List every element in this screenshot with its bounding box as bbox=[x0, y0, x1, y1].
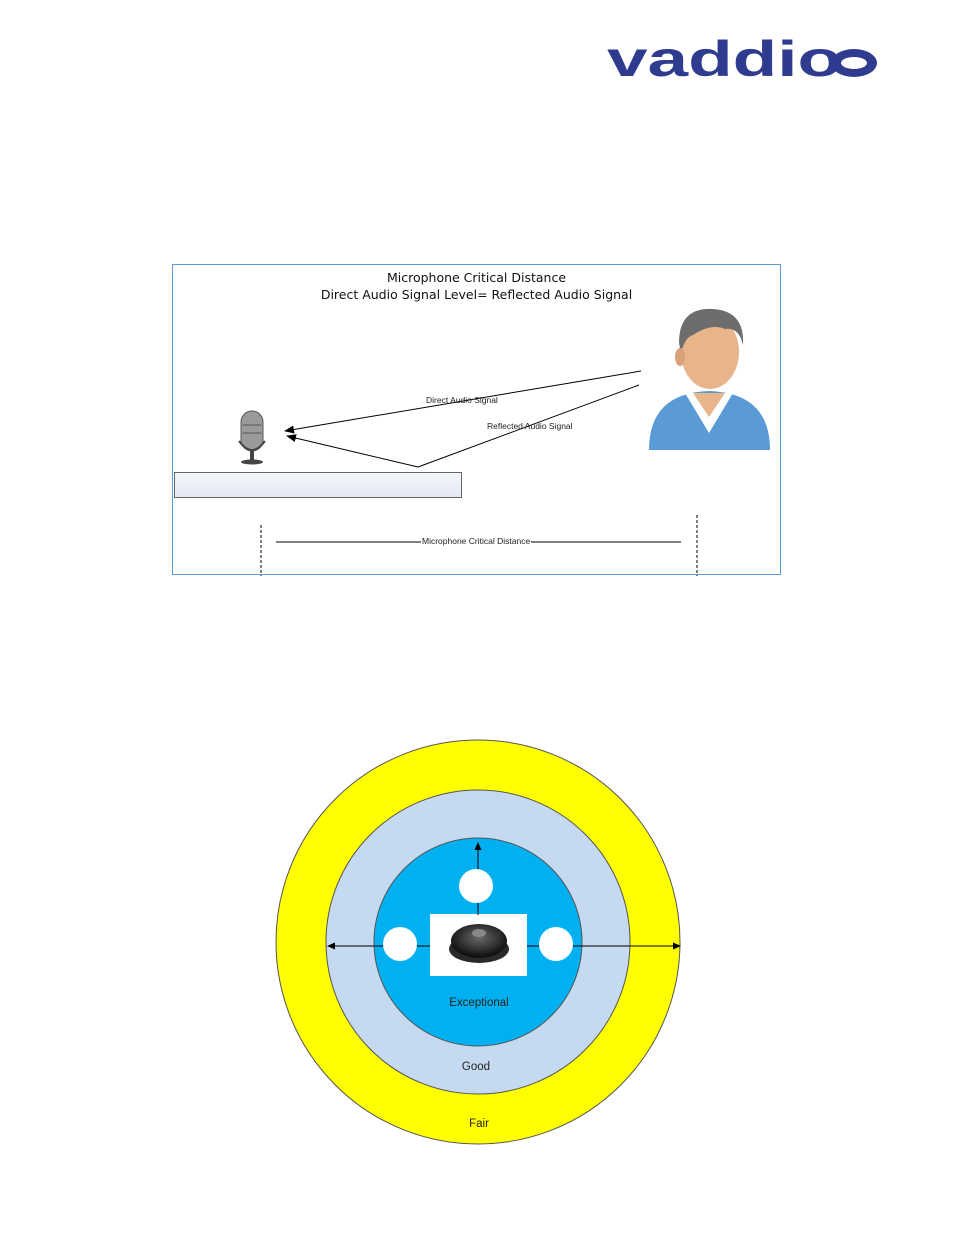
table-surface bbox=[174, 472, 462, 498]
logo-text: vaddio bbox=[607, 38, 842, 86]
reflected-signal-label: Reflected Audio Signal bbox=[487, 421, 573, 431]
vaddio-logo: vaddio bbox=[607, 38, 877, 86]
exceptional-label: Exceptional bbox=[449, 997, 509, 1009]
direct-signal-label: Direct Audio Signal bbox=[426, 395, 498, 405]
direct-signal-arrow bbox=[284, 370, 642, 434]
zones-svg bbox=[275, 739, 681, 1145]
seat-marker-top bbox=[459, 869, 493, 903]
good-label: Good bbox=[461, 1061, 491, 1073]
pickup-zones-diagram: Exceptional Good Fair bbox=[270, 735, 690, 1155]
seat-marker-right bbox=[539, 927, 573, 961]
microphone-icon bbox=[238, 410, 266, 465]
seat-marker-left bbox=[383, 927, 417, 961]
diagram-subtitle: Direct Audio Signal Level= Reflected Aud… bbox=[320, 287, 633, 302]
reflected-signal-path bbox=[417, 384, 640, 468]
fair-label: Fair bbox=[469, 1118, 489, 1130]
critical-distance-label: Microphone Critical Distance bbox=[421, 536, 532, 546]
person-icon bbox=[649, 308, 770, 450]
microphone-pod-icon bbox=[451, 924, 507, 958]
critical-distance-panel: Microphone Critical Distance Direct Audi… bbox=[172, 264, 781, 576]
reflected-signal-arrow bbox=[286, 434, 419, 468]
signal-paths bbox=[238, 308, 770, 576]
diagram-title: Microphone Critical Distance bbox=[386, 270, 567, 285]
